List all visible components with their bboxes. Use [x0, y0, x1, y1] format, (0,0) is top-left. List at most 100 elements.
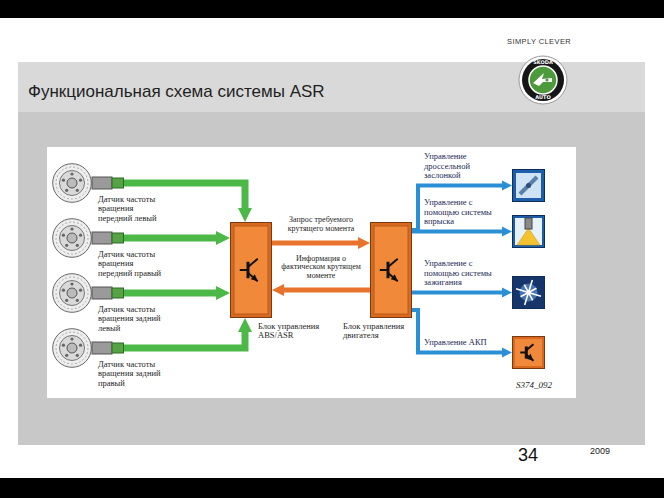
brake-disc-part: [79, 344, 82, 347]
brake-disc-part: [79, 179, 82, 182]
figure-ground: [47, 147, 576, 398]
transistor-symbol: [240, 259, 258, 282]
brake-disc-part: [67, 178, 77, 188]
brake-disc-part: [76, 354, 79, 357]
wheel-speed-sensor: Датчик частоты вращения передний левый: [52, 163, 124, 203]
brake-disc-part: [67, 233, 77, 243]
page-number: 34: [518, 446, 538, 466]
signal-arrow: [412, 291, 502, 295]
brake-disc-part: [65, 299, 68, 302]
sensor-body-part: [112, 233, 124, 243]
actuator-icon: Управление АКП: [512, 336, 545, 369]
node-label: Датчик частоты вращения задний правый: [98, 360, 162, 388]
brake-disc-part: [56, 167, 88, 199]
actuator-figure-part: [520, 177, 537, 194]
brake-disc-part: [60, 226, 85, 251]
ecu-figure: [370, 222, 412, 318]
figure-code: S374_092: [516, 381, 552, 391]
brake-disc-part: [76, 244, 79, 247]
skoda-logo-part: [533, 73, 552, 86]
node-label: Датчик частоты вращения передний левый: [98, 195, 162, 223]
transistor-symbol: [520, 344, 533, 361]
actuator-icon: Управление с помощью системы впрыска: [512, 215, 545, 248]
sensor-body-part: [112, 178, 124, 188]
sensor-body-part: [92, 177, 112, 189]
content-panel: [18, 62, 645, 445]
actuator-figure: [512, 276, 545, 309]
skoda-logo-part: [519, 56, 567, 104]
signal-arrow: [124, 332, 245, 348]
ecu-figure-part: [234, 226, 268, 314]
node-label: Блок управления двигателя: [343, 322, 411, 341]
bottom-bar: [0, 478, 664, 498]
node-label: Управление с помощью системы впрыска: [424, 198, 508, 226]
brake-disc: [53, 164, 92, 203]
brake-disc-part: [70, 172, 73, 175]
ecu-figure-part: [231, 223, 272, 318]
node-label: Блок управления ABS/ASR: [258, 322, 320, 341]
signal-arrow: [272, 241, 358, 246]
brake-disc-part: [79, 289, 82, 292]
skoda-logo-part: [529, 66, 557, 94]
wheel-speed-sensor: Датчик частоты вращения передний правый: [52, 218, 124, 258]
title-band: [18, 62, 645, 112]
edge-label: Запрос требуемого крутящего момента: [276, 216, 366, 234]
actuator-figure-part: [526, 290, 531, 295]
actuator-figure-part: [513, 170, 545, 202]
node-label: Управление АКП: [424, 338, 508, 347]
brake-disc-part: [56, 332, 88, 364]
transistor-symbol-part: [526, 344, 533, 350]
transistor-symbol-part: [240, 269, 248, 271]
transistor-symbol-part: [248, 259, 258, 267]
actuator-figure-part: [526, 183, 531, 188]
control-unit-box: Блок управления ABS/ASR: [230, 222, 272, 318]
sensor-body: [92, 232, 124, 244]
ecu-figure: [230, 222, 272, 318]
brake-disc-part: [53, 329, 92, 368]
top-bar: [0, 0, 664, 18]
slide-title: Функциональная схема системы ASR: [28, 82, 325, 102]
transistor-symbol-part: [248, 273, 258, 281]
signal-arrow: [124, 290, 216, 297]
brake-disc-part: [79, 234, 82, 237]
edge-label: Информация о фактическом крутящем момент…: [276, 255, 366, 281]
actuator-icon: Управление с помощью системы зажигания: [512, 276, 545, 309]
brake-disc-part: [65, 354, 68, 357]
actuator-icon: Управление дроссельной заслонкой: [512, 169, 545, 202]
skoda-logo: [519, 56, 567, 104]
node-label: Датчик частоты вращения передний правый: [98, 250, 162, 278]
brake-disc-part: [70, 227, 73, 230]
actuator-figure-part: [513, 277, 545, 309]
brake-disc-part: [65, 244, 68, 247]
skoda-logo-part: [522, 59, 564, 101]
brake-disc: [53, 219, 92, 258]
brake-disc-part: [70, 337, 73, 340]
sensor-body-part: [92, 342, 112, 354]
transistor-symbol: [380, 259, 398, 282]
node-label: Датчик частоты вращения задний левый: [98, 305, 162, 333]
transistor-symbol-part: [380, 269, 388, 271]
brake-disc-part: [56, 277, 88, 309]
sensor-body: [92, 287, 124, 299]
signal-arrow: [412, 230, 502, 234]
brake-disc-part: [62, 234, 65, 237]
sensor-body: [92, 177, 124, 189]
actuator-figure-part: [517, 228, 540, 245]
brake-disc-part: [62, 179, 65, 182]
transistor-symbol-part: [520, 352, 526, 354]
actuator-figure-part: [513, 216, 545, 248]
transistor-symbol-part: [526, 355, 533, 361]
brake-disc-part: [65, 189, 68, 192]
transistor-symbol-part: [251, 274, 258, 281]
actuator-figure-part: [516, 173, 541, 198]
ecu-figure-part: [371, 223, 412, 318]
brake-disc-part: [53, 219, 92, 258]
transistor-symbol-part: [388, 259, 398, 267]
transistor-symbol-part: [388, 273, 398, 281]
actuator-figure: [512, 215, 545, 248]
sensor-body-part: [112, 288, 124, 298]
wheel-speed-sensor: Датчик частоты вращения задний левый: [52, 273, 124, 313]
